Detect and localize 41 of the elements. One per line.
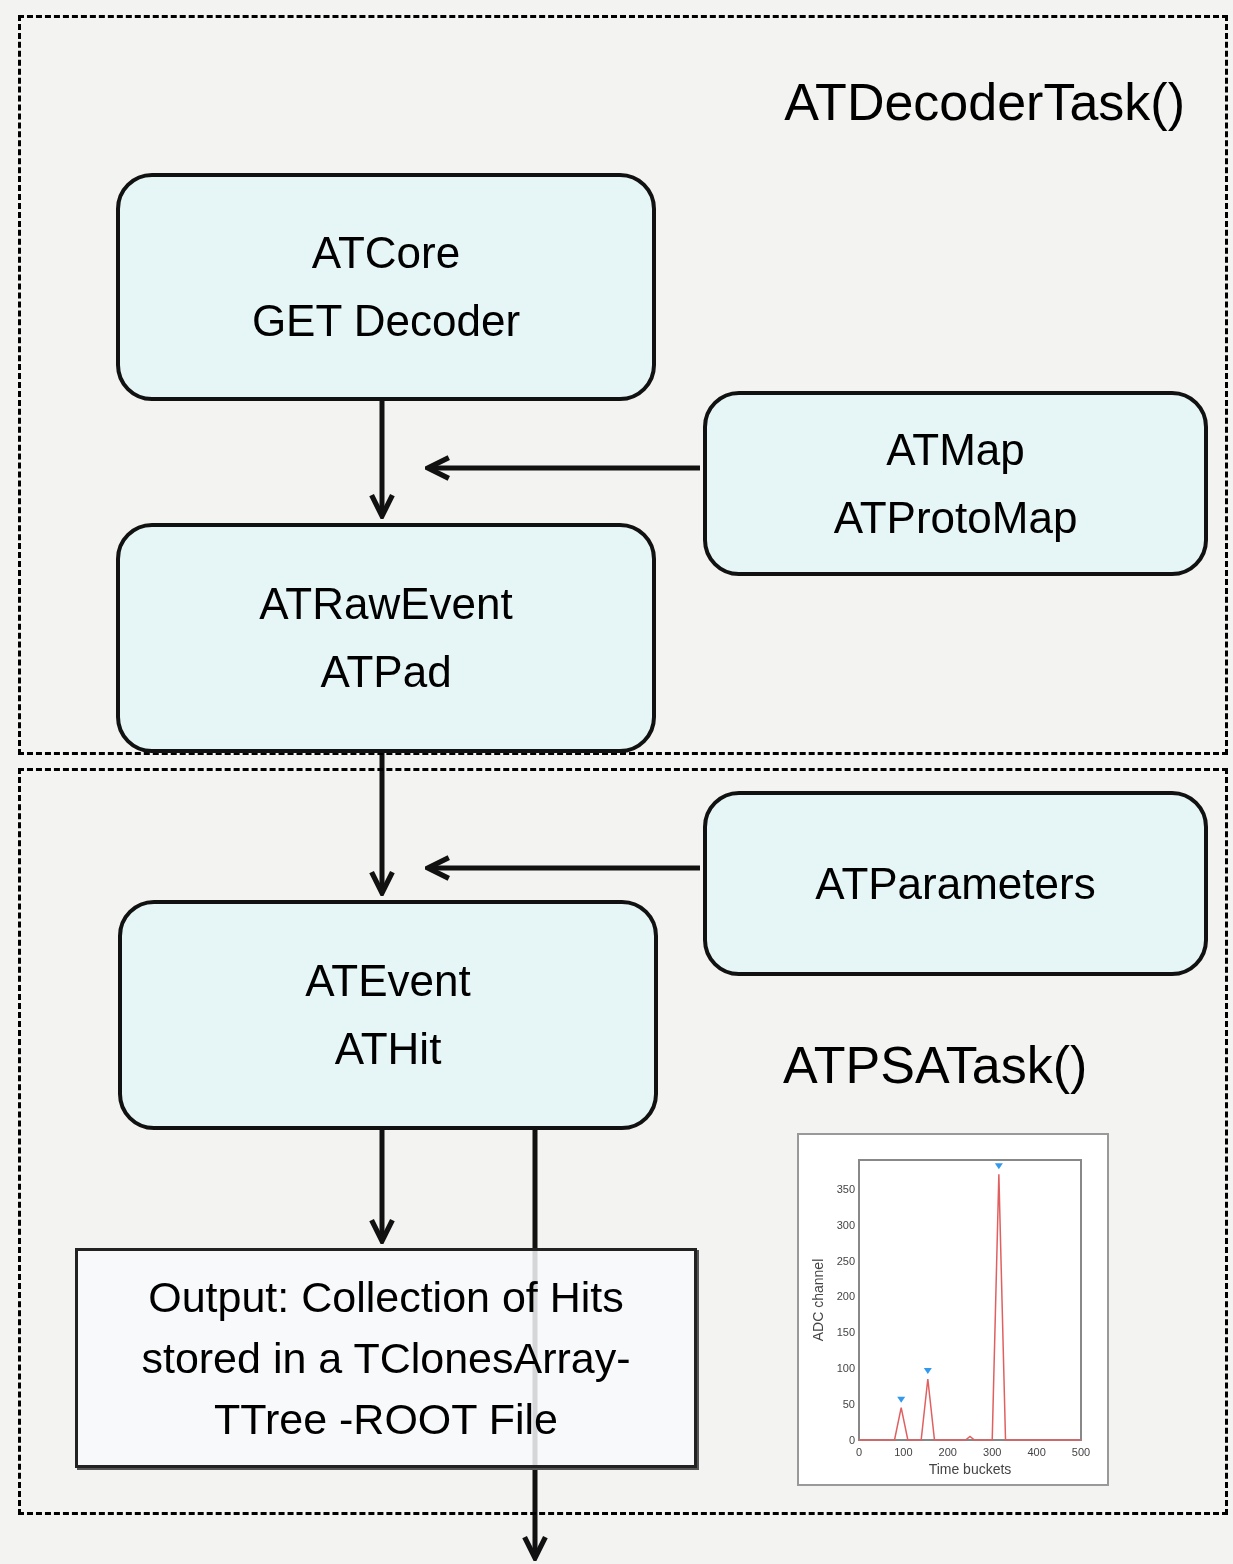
x-tick-label: 500 xyxy=(1071,1446,1091,1458)
class-box xyxy=(116,523,656,753)
arrow xyxy=(369,752,395,896)
output-box xyxy=(75,1248,697,1468)
y-tick-label: 150 xyxy=(836,1326,855,1339)
x-tick-label: 200 xyxy=(938,1446,957,1458)
class-name: ATPad xyxy=(320,646,452,698)
class-name: GET Decoder xyxy=(251,295,521,347)
y-tick-label: 250 xyxy=(836,1254,855,1267)
task-region xyxy=(18,15,1228,755)
class-box xyxy=(703,791,1208,976)
arrow xyxy=(369,400,395,519)
y-tick-label: 100 xyxy=(836,1362,855,1375)
class-box xyxy=(703,391,1208,576)
arrow xyxy=(425,455,700,481)
x-tick-label: 100 xyxy=(894,1446,913,1458)
class-name: ATRawEvent xyxy=(259,578,513,630)
task-title: ATDecoderTask() xyxy=(784,72,1185,133)
output-text: Output: Collection of Hits stored in a TClonesArray- TTree -ROOT File xyxy=(140,1271,632,1445)
class-name: ATCore xyxy=(311,227,461,279)
class-name: ATHit xyxy=(334,1023,442,1075)
y-axis-label: ADC channel xyxy=(810,1258,826,1342)
y-tick-label: 300 xyxy=(836,1218,855,1231)
task-title: ATPSATask() xyxy=(783,1035,1088,1096)
y-tick-label: 50 xyxy=(842,1398,855,1411)
y-tick-label: 200 xyxy=(836,1290,855,1303)
class-name: ATParameters xyxy=(815,857,1096,910)
class-box xyxy=(118,900,658,1130)
class-box xyxy=(116,173,656,401)
class-name: ATMap xyxy=(886,423,1025,476)
arrow xyxy=(425,855,700,881)
x-tick-label: 0 xyxy=(855,1446,863,1458)
x-axis-label: Time buckets xyxy=(928,1461,1012,1477)
task-region xyxy=(18,768,1228,1515)
arrow xyxy=(369,1129,395,1244)
class-name: ATEvent xyxy=(305,955,471,1007)
x-tick-label: 400 xyxy=(1027,1446,1046,1458)
x-tick-label: 300 xyxy=(983,1446,1002,1458)
y-tick-label: 0 xyxy=(848,1434,855,1446)
class-name: ATProtoMap xyxy=(833,491,1078,544)
y-tick-label: 350 xyxy=(836,1182,855,1195)
